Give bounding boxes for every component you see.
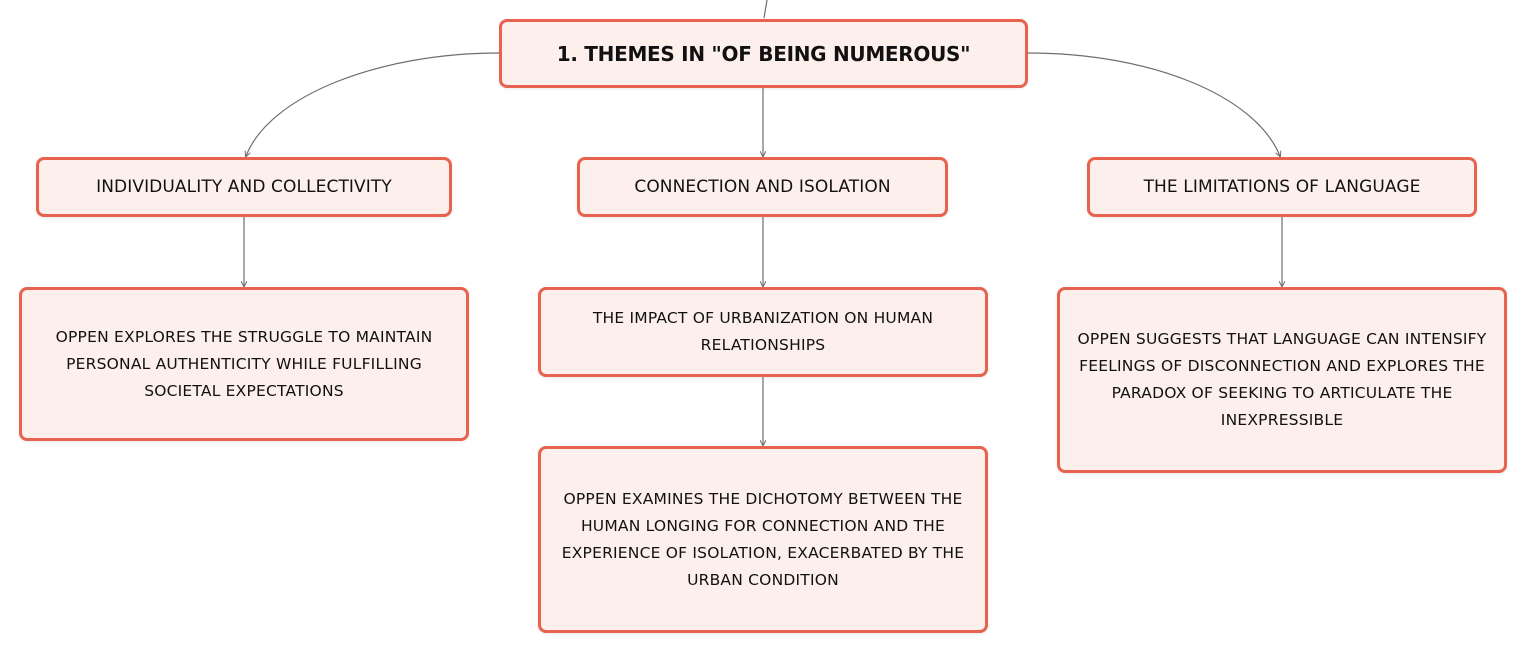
connector-root-to-theme-1: [246, 52, 500, 156]
detail-text: OPPEN EXPLORES THE STRUGGLE TO MAINTAIN …: [55, 327, 433, 400]
detail-text: OPPEN SUGGESTS THAT LANGUAGE CAN INTENSI…: [1077, 330, 1487, 429]
detail-node-individuality[interactable]: OPPEN EXPLORES THE STRUGGLE TO MAINTAIN …: [19, 287, 469, 441]
detail-node-urbanization[interactable]: THE IMPACT OF URBANIZATION ON HUMAN RELA…: [538, 287, 988, 377]
root-topic-label: 1. THEMES IN "OF BEING NUMEROUS": [556, 41, 971, 66]
connector-root-to-theme-3: [1027, 52, 1280, 156]
detail-text: OPPEN EXAMINES THE DICHOTOMY BETWEEN THE…: [561, 489, 965, 589]
detail-node-dichotomy[interactable]: OPPEN EXAMINES THE DICHOTOMY BETWEEN THE…: [538, 446, 988, 633]
connector-incoming-root: [763, 0, 768, 19]
root-topic-node[interactable]: 1. THEMES IN "OF BEING NUMEROUS": [499, 19, 1028, 88]
theme-node-individuality[interactable]: INDIVIDUALITY AND COLLECTIVITY: [36, 157, 452, 217]
theme-label: THE LIMITATIONS OF LANGUAGE: [1143, 177, 1421, 197]
theme-node-language[interactable]: THE LIMITATIONS OF LANGUAGE: [1087, 157, 1477, 217]
theme-label: CONNECTION AND ISOLATION: [634, 177, 891, 197]
detail-text: THE IMPACT OF URBANIZATION ON HUMAN RELA…: [592, 309, 934, 354]
detail-node-language[interactable]: OPPEN SUGGESTS THAT LANGUAGE CAN INTENSI…: [1057, 287, 1507, 473]
theme-label: INDIVIDUALITY AND COLLECTIVITY: [96, 177, 392, 197]
theme-node-connection[interactable]: CONNECTION AND ISOLATION: [577, 157, 948, 217]
